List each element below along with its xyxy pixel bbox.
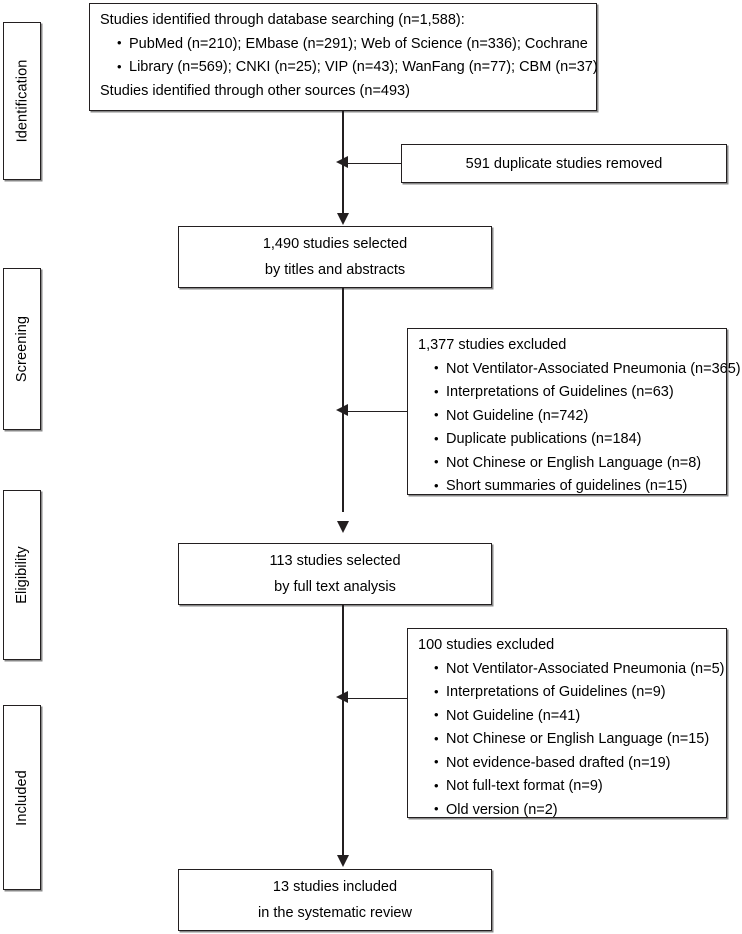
list-item: Not Guideline (n=41) <box>434 708 718 724</box>
excluded-screening-heading: 1,377 studies excluded <box>418 337 567 353</box>
studies-included-line-1: 13 studies included <box>272 878 398 895</box>
list-item: Not Chinese or English Language (n=8) <box>434 455 718 471</box>
duplicates-removed-label: 591 duplicate studies removed <box>465 155 663 172</box>
list-item: Not evidence-based drafted (n=19) <box>434 755 718 771</box>
box-records-identified: Studies identified through database sear… <box>89 3 598 111</box>
box-studies-included: 13 studies included in the systematic re… <box>178 869 492 931</box>
list-item: Not Ventilator-Associated Pneumonia (n=5… <box>434 661 724 677</box>
arrowhead-down-to-included <box>336 855 349 867</box>
box-studies-screened: 1,490 studies selected by titles and abs… <box>178 226 492 288</box>
list-item: Short summaries of guidelines (n=15) <box>434 479 718 494</box>
arrowhead-left-duplicates <box>336 156 348 168</box>
list-item: Duplicate publications (n=184) <box>434 432 718 447</box>
connector-fulltext-to-included <box>342 605 344 858</box>
list-item: Not Ventilator-Associated Pneumonia (n=3… <box>434 361 741 377</box>
box-studies-fulltext: 113 studies selected by full text analys… <box>178 543 492 605</box>
stage-box-eligibility: Eligibility <box>3 490 41 660</box>
studies-screened-line-2: by titles and abstracts <box>264 261 406 278</box>
connector-excluded-screening-to-main <box>348 410 407 413</box>
stage-box-identification: Identification <box>3 22 41 180</box>
stage-label-identification: Identification <box>14 59 31 143</box>
studies-included-line-2: in the systematic review <box>258 904 412 921</box>
studies-fulltext-line-1: 113 studies selected <box>269 552 401 569</box>
arrowhead-down-to-screened <box>336 213 349 225</box>
excluded-fulltext-reason-list: Not Ventilator-Associated Pneumonia (n=5… <box>418 661 724 818</box>
list-item: PubMed (n=210); EMbase (n=291); Web of S… <box>117 36 588 52</box>
connector-duplicates-to-main <box>348 162 401 165</box>
records-identified-source-list: PubMed (n=210); EMbase (n=291); Web of S… <box>100 36 598 75</box>
list-item: Interpretations of Guidelines (n=9) <box>434 685 718 700</box>
arrowhead-left-excluded-fulltext <box>336 691 348 703</box>
list-item: Interpretations of Guidelines (n=63) <box>434 385 718 400</box>
studies-fulltext-line-2: by full text analysis <box>274 578 396 595</box>
excluded-fulltext-heading: 100 studies excluded <box>418 637 555 653</box>
list-item: Old version (n=2) <box>434 802 718 818</box>
box-excluded-fulltext: 100 studies excluded Not Ventilator-Asso… <box>407 628 727 818</box>
records-identified-other-sources: Studies identified through other sources… <box>100 82 410 99</box>
list-item: Not full-text format (n=9) <box>434 779 718 794</box>
stage-label-screening: Screening <box>14 315 31 383</box>
arrowhead-down-to-fulltext <box>336 521 349 533</box>
excluded-screening-reason-list: Not Ventilator-Associated Pneumonia (n=3… <box>418 361 741 494</box>
connector-screened-to-fulltext <box>342 288 344 512</box>
stage-label-included: Included <box>14 769 30 826</box>
stage-box-screening: Screening <box>3 268 41 430</box>
list-item: Library (n=569); CNKI (n=25); VIP (n=43)… <box>117 60 598 75</box>
records-identified-heading: Studies identified through database sear… <box>100 12 465 28</box>
connector-excluded-fulltext-to-main <box>348 697 407 700</box>
list-item: Not Chinese or English Language (n=15) <box>434 732 718 747</box>
box-duplicates-removed: 591 duplicate studies removed <box>401 144 727 183</box>
stage-label-eligibility: Eligibility <box>14 546 31 604</box>
studies-screened-line-1: 1,490 studies selected <box>262 235 408 252</box>
stage-box-included: Included <box>3 705 41 890</box>
arrowhead-left-excluded-screening <box>336 404 348 416</box>
list-item: Not Guideline (n=742) <box>434 408 718 424</box>
box-excluded-screening: 1,377 studies excluded Not Ventilator-As… <box>407 328 741 495</box>
